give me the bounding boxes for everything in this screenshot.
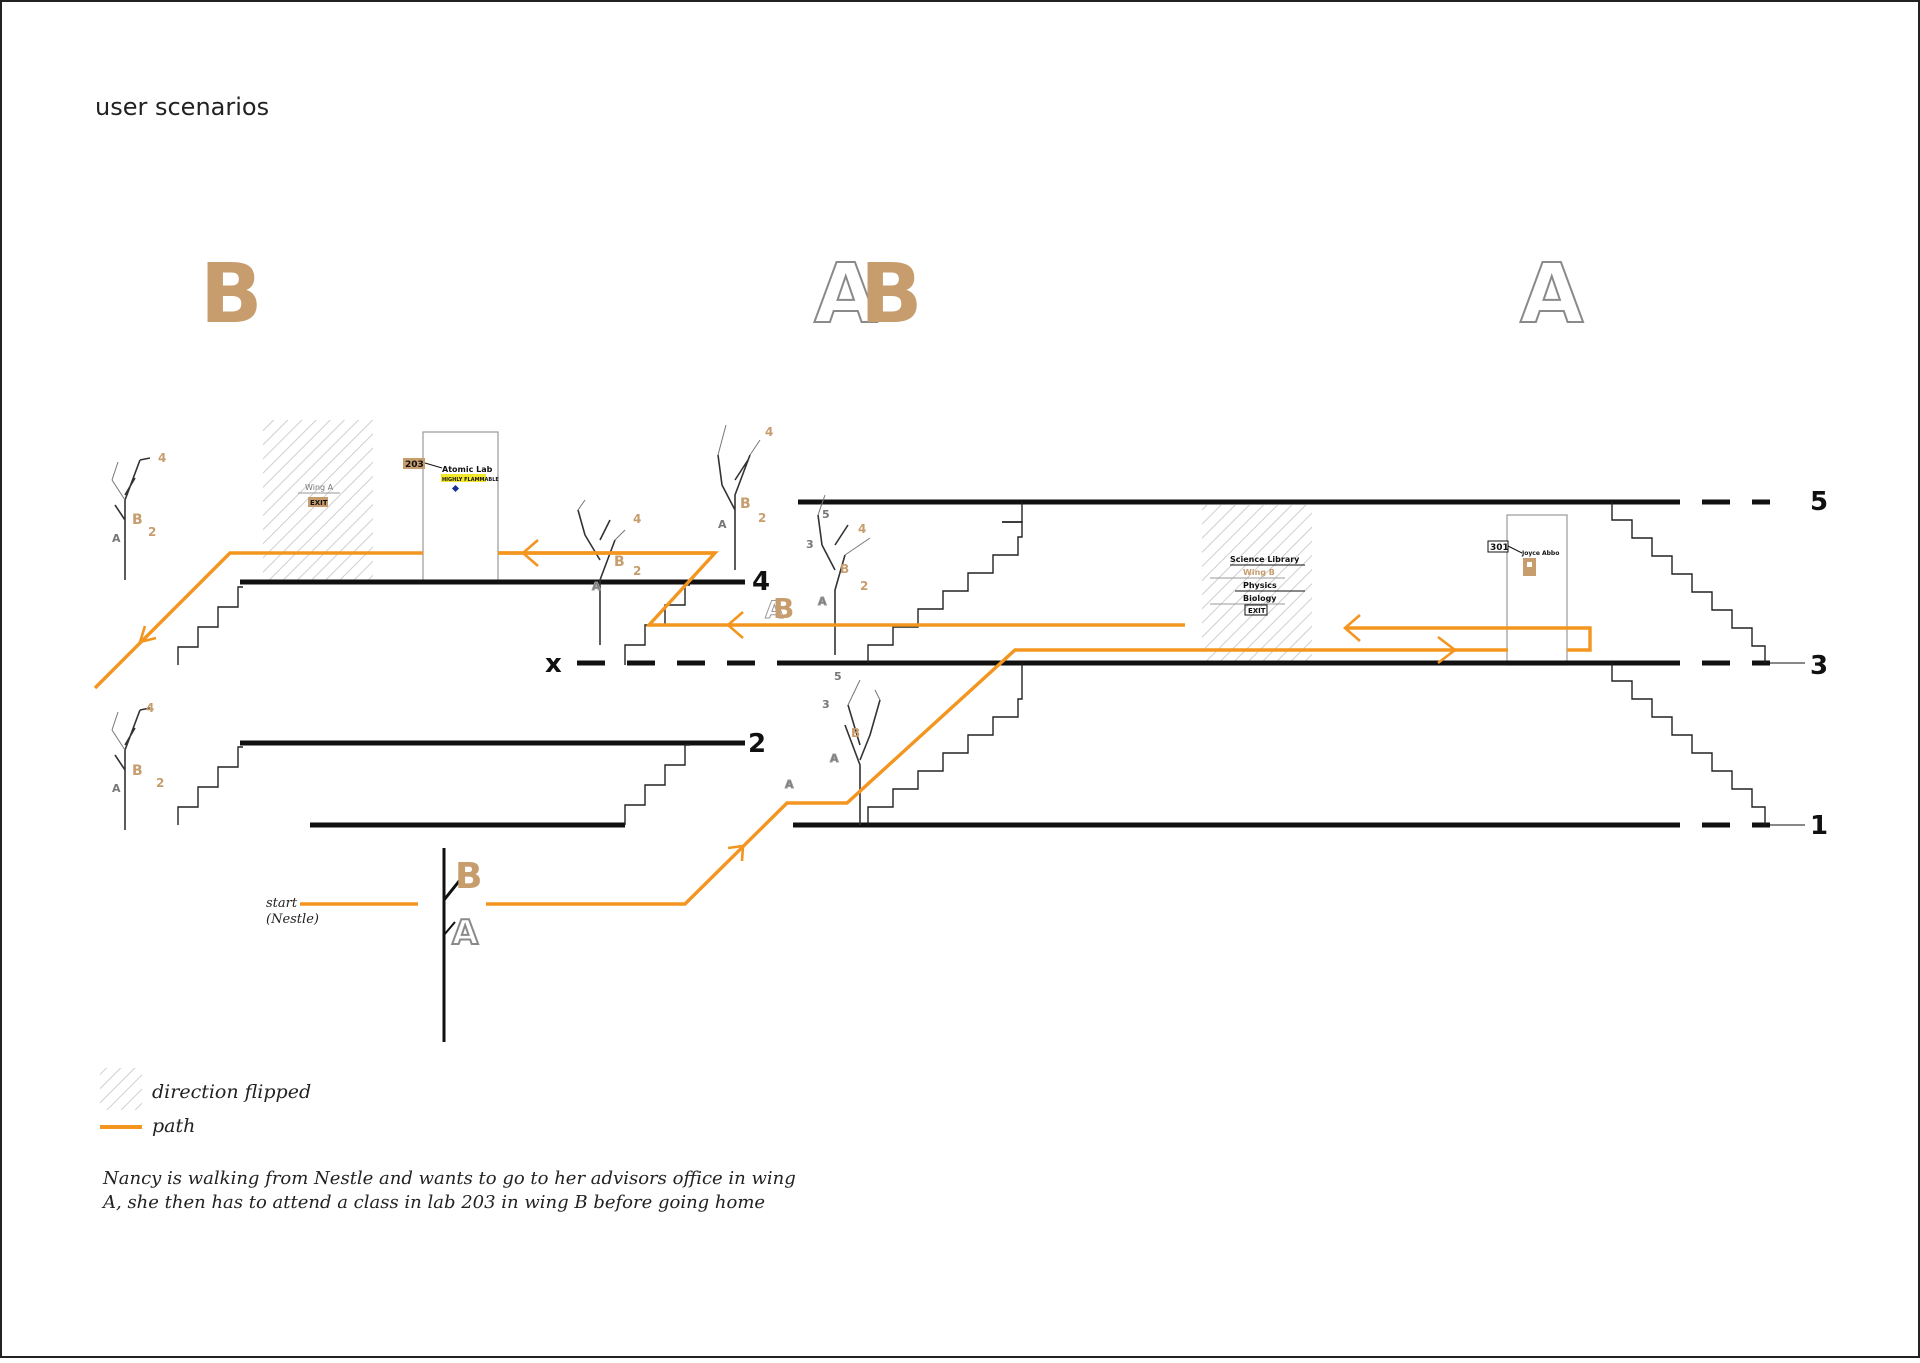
tree-sign-center-lower: B A A 3 5: [785, 670, 881, 825]
tree-sign-mid-left: B A 2 4: [577, 499, 641, 645]
svg-text:3: 3: [822, 698, 830, 711]
start-sublabel: (Nestle): [266, 912, 319, 927]
sign-exit-right: EXIT: [1248, 607, 1266, 615]
svg-text:A: A: [112, 532, 121, 545]
path-arrow-4: [726, 611, 744, 639]
svg-text:A: A: [718, 518, 727, 531]
path-arrow-1: [727, 844, 745, 862]
stair-left-upper: [177, 586, 243, 665]
svg-text:A: A: [765, 596, 784, 624]
legend: direction flipped path: [100, 1068, 311, 1137]
stair-center-upper-b: [1002, 502, 1023, 523]
stair-center-upper: [867, 521, 1023, 663]
floor-label-1: 1: [1810, 811, 1828, 841]
page-title: user scenarios: [95, 93, 269, 121]
svg-text:B: B: [132, 512, 143, 528]
junction-wing-a: A: [452, 913, 479, 953]
sign-item-biology: Biology: [1243, 594, 1277, 603]
wing-b-header: B: [200, 247, 263, 342]
door-203-name: Atomic Lab: [442, 465, 493, 474]
svg-text:4: 4: [158, 451, 166, 465]
sign-exit-left: EXIT: [310, 499, 328, 507]
staircases: [177, 502, 1766, 825]
start-junction: B A: [442, 848, 482, 1042]
junction-wing-b: B: [455, 856, 482, 897]
legend-hatch-swatch: [100, 1068, 142, 1110]
path-arrow-5: [521, 539, 539, 567]
scenario-line-1: Nancy is walking from Nestle and wants t…: [102, 1168, 796, 1189]
floor-label-5: 5: [1810, 487, 1828, 517]
path-arrow-6: [138, 625, 157, 644]
svg-text:B: B: [773, 592, 794, 625]
hazard-diamond-icon: [451, 484, 460, 493]
svg-text:A: A: [112, 782, 121, 795]
legend-flipped-label: direction flipped: [152, 1081, 311, 1103]
sign-item-wing-b: Wing B: [1243, 568, 1275, 577]
floor-label-3: 3: [1810, 651, 1828, 681]
svg-text:B: B: [851, 726, 860, 740]
svg-text:B: B: [132, 763, 143, 779]
svg-text:2: 2: [148, 525, 156, 539]
stair-left-lower: [177, 746, 243, 825]
svg-text:2: 2: [633, 564, 641, 578]
stair-mid-lower: [624, 744, 690, 825]
svg-text:A: A: [592, 580, 601, 593]
floor-lines: [240, 499, 1805, 828]
sign-wing-a-label: Wing A: [305, 483, 334, 492]
svg-text:5: 5: [834, 670, 842, 683]
svg-text:B: B: [740, 496, 751, 512]
svg-text:3: 3: [806, 538, 814, 551]
svg-text:4: 4: [858, 522, 866, 536]
door-301: 301 Joyce Abbo: [1487, 514, 1568, 666]
stair-center-lower: [867, 663, 1023, 825]
svg-text:5: 5: [822, 508, 830, 521]
path-arrow-3: [1343, 614, 1361, 642]
tree-sign-mid-upper: B 2 4 A: [717, 424, 773, 570]
tree-sign-left-lower: B 2 4 A: [111, 701, 164, 830]
svg-text:2: 2: [758, 511, 766, 525]
scenario-line-2: A, she then has to attend a class in lab…: [101, 1192, 765, 1213]
stair-right-upper: [1611, 502, 1766, 663]
wing-a-header: A: [1520, 247, 1584, 342]
sign-item-physics: Physics: [1243, 581, 1277, 590]
sign-directory: Science Library Wing B Physics Biology E…: [1210, 555, 1305, 616]
door-301-number: 301: [1490, 543, 1509, 553]
svg-text:4: 4: [765, 425, 773, 439]
user-path: [93, 539, 1592, 906]
svg-text:A: A: [818, 595, 827, 608]
floor-label-4: 4: [752, 567, 770, 597]
stair-right-lower: [1611, 663, 1766, 825]
start-label: start: [266, 896, 298, 911]
svg-text:2: 2: [860, 579, 868, 593]
wing-b-header-mid: B: [860, 247, 923, 342]
door-203: 203 Atomic Lab HIGHLY FLAMMABLE: [403, 431, 499, 583]
tree-sign-left-upper: B 2 4 A: [111, 451, 166, 580]
svg-text:A: A: [830, 752, 839, 765]
flipped-zone-right: [1202, 505, 1312, 663]
door-203-warning: HIGHLY FLAMMABLE: [442, 477, 499, 483]
door-301-name: Joyce Abbo: [1521, 550, 1559, 557]
svg-text:B: B: [614, 554, 625, 570]
svg-text:4: 4: [633, 512, 641, 526]
door-203-number: 203: [405, 460, 424, 470]
svg-text:2: 2: [156, 776, 164, 790]
sign-wing-a: Wing A EXIT: [298, 483, 340, 507]
svg-text:A: A: [785, 778, 794, 791]
sign-item-library: Science Library: [1230, 555, 1300, 564]
svg-text:B: B: [840, 562, 849, 576]
tree-sign-center: B 2 4 A 3 5 A B: [765, 494, 871, 655]
floor-label-2: 2: [748, 729, 766, 759]
svg-text:4: 4: [146, 701, 154, 715]
path-arrow-2: [1437, 635, 1458, 665]
wing-a-header-mid: A: [814, 247, 878, 342]
legend-path-label: path: [152, 1115, 195, 1137]
floor-label-x: x: [545, 649, 562, 679]
